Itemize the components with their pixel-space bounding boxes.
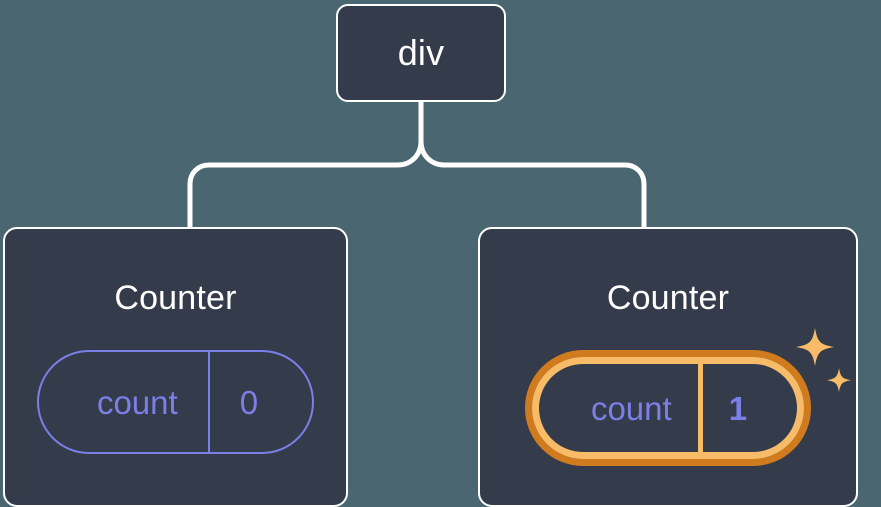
state-pill-inner-ring: count 1 — [531, 357, 805, 459]
state-value-label: 0 — [239, 383, 259, 421]
state-key-cell: count — [39, 352, 208, 452]
state-value-cell: 0 — [207, 352, 312, 452]
state-pill-right-wrap: count 1 — [524, 328, 852, 466]
diagram-canvas: div Counter count 0 Counter count — [3, 4, 858, 507]
state-key-label: count — [590, 389, 672, 427]
connector-branch-right — [418, 138, 647, 230]
state-value-label: 1 — [728, 389, 748, 427]
sparkle-small-icon — [827, 368, 852, 392]
state-pill-left[interactable]: count 0 — [36, 350, 315, 454]
state-key-label: count — [96, 383, 178, 421]
state-key-cell: count — [539, 364, 698, 452]
sparkle-large-icon — [796, 328, 835, 366]
node-counter-right-title: Counter — [606, 279, 730, 317]
node-counter-left[interactable]: Counter count 0 — [3, 227, 348, 507]
connector-branch-left — [187, 138, 424, 230]
node-counter-right[interactable]: Counter count 1 — [478, 227, 858, 507]
node-div[interactable]: div — [336, 4, 506, 102]
state-pill-right-highlighted[interactable]: count 1 — [524, 350, 812, 466]
node-counter-left-title: Counter — [114, 279, 237, 317]
state-pill-left-wrap: count 0 — [36, 350, 315, 454]
node-div-label: div — [397, 32, 445, 73]
state-value-cell: 1 — [697, 364, 797, 452]
